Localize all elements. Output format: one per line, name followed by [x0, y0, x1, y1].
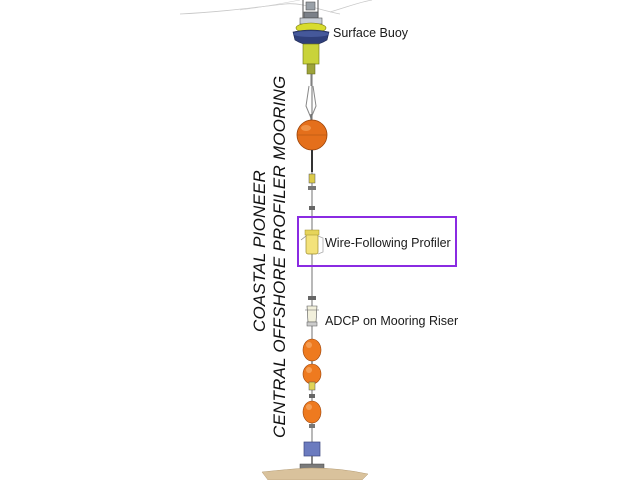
buoyancy-float-lower	[302, 400, 322, 428]
profiler-highlight-box	[297, 216, 457, 267]
buoyancy-floats-upper	[302, 338, 322, 385]
sea-surface-sketch	[179, 0, 373, 15]
lower-hardware	[308, 381, 316, 398]
title-line-2: CENTRAL OFFSHORE PROFILER MOORING	[270, 75, 289, 438]
profiler-label: Wire-Following Profiler	[325, 236, 451, 250]
surface-buoy-label: Surface Buoy	[333, 26, 409, 40]
seafloor	[261, 467, 369, 480]
surface-buoy	[292, 0, 330, 86]
title-line-1: COASTAL PIONEER	[250, 169, 269, 332]
subsurface-float	[296, 114, 328, 151]
adcp-instrument	[305, 296, 319, 327]
upper-bridle	[305, 85, 317, 119]
adcp-label: ADCP on Mooring Riser	[325, 314, 459, 328]
upper-hardware	[308, 173, 316, 210]
wire-following-profiler	[300, 229, 324, 255]
anchor	[299, 441, 325, 471]
